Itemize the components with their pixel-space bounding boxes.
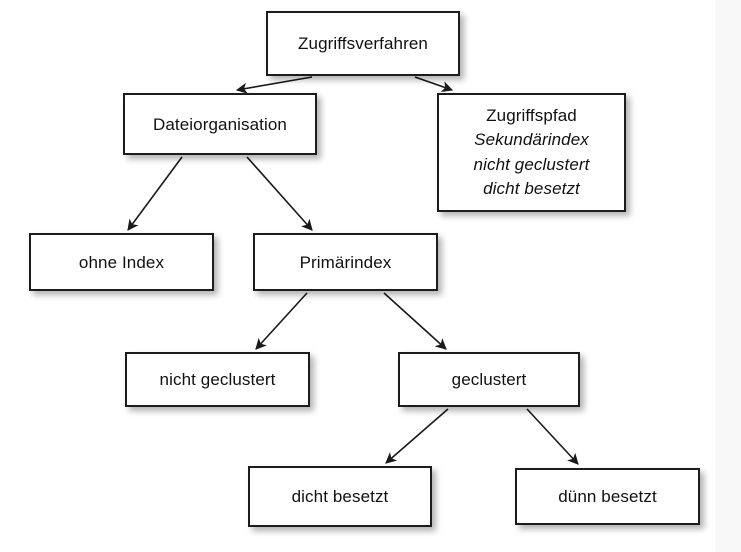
node-label-line: Sekundärindex xyxy=(474,130,589,150)
node-label-group: ohne Index xyxy=(31,254,212,271)
node-label-line: Zugriffspfad xyxy=(486,106,577,126)
node-label-group: dünn besetzt xyxy=(517,488,698,505)
node-label-group: Primärindex xyxy=(255,254,436,271)
node-label-line: nicht geclustert xyxy=(159,370,276,389)
edge-dateiorganisation-to-primaerindex xyxy=(246,156,313,231)
node-zugriffsverfahren[interactable]: Zugriffsverfahren xyxy=(266,11,460,76)
edge-geclustert-to-dicht-besetzt xyxy=(385,408,449,464)
right-background-strip xyxy=(715,0,741,552)
edge-zugriffsverfahren-to-dateiorganisation xyxy=(235,76,313,94)
edge-primaerindex-to-geclustert xyxy=(383,292,447,350)
node-primaerindex[interactable]: Primärindex xyxy=(253,233,438,291)
node-label-line: ohne Index xyxy=(78,252,165,272)
node-dicht-besetzt[interactable]: dicht besetzt xyxy=(248,466,432,527)
node-label-line: dicht besetzt xyxy=(291,487,389,506)
node-label-line: Zugriffsverfahren xyxy=(298,34,428,53)
edge-zugriffsverfahren-to-zugriffspfad xyxy=(414,76,454,92)
node-label-group: Dateiorganisation xyxy=(125,116,315,133)
node-label-line: geclustert xyxy=(451,370,527,389)
node-label-line: Primärindex xyxy=(299,252,392,272)
node-duenn-besetzt[interactable]: dünn besetzt xyxy=(515,468,700,525)
node-label-group: geclustert xyxy=(400,371,578,388)
node-nicht-geclustert[interactable]: nicht geclustert xyxy=(125,352,310,407)
edge-primaerindex-to-nicht-geclustert xyxy=(255,292,308,350)
node-label-line: nicht geclustert xyxy=(473,154,590,174)
node-dateiorganisation[interactable]: Dateiorganisation xyxy=(123,93,317,155)
node-ohne-index[interactable]: ohne Index xyxy=(29,233,214,291)
node-geclustert[interactable]: geclustert xyxy=(398,352,580,407)
edge-geclustert-to-duenn-besetzt xyxy=(526,408,579,465)
node-label-group: Zugriffsverfahren xyxy=(268,35,458,52)
node-label-group: dicht besetzt xyxy=(250,488,430,505)
node-label-group: nicht geclustert xyxy=(127,371,308,388)
node-label-line: dicht besetzt xyxy=(483,178,580,198)
node-label-line: dünn besetzt xyxy=(558,487,657,506)
edge-dateiorganisation-to-ohne-index xyxy=(127,156,183,231)
node-label-line: Dateiorganisation xyxy=(152,114,287,134)
